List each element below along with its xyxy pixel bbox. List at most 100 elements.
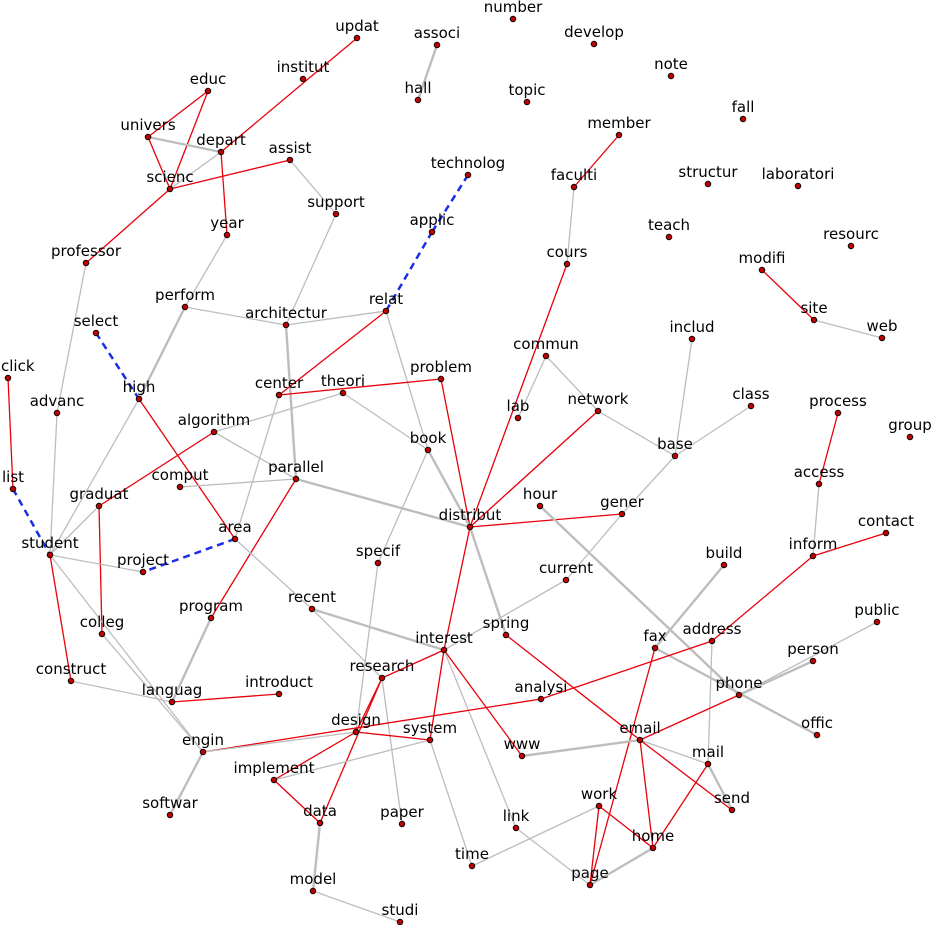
node-specif[interactable] bbox=[374, 559, 382, 567]
node-area[interactable] bbox=[231, 535, 239, 543]
node-build[interactable] bbox=[720, 561, 728, 569]
node-member[interactable] bbox=[615, 131, 623, 139]
node-laboratori[interactable] bbox=[794, 182, 802, 190]
node-cours[interactable] bbox=[563, 260, 571, 268]
node-research[interactable] bbox=[378, 674, 386, 682]
node-send[interactable] bbox=[728, 806, 736, 814]
node-list[interactable] bbox=[9, 485, 17, 493]
node-select[interactable] bbox=[92, 329, 100, 337]
node-page[interactable] bbox=[586, 881, 594, 889]
node-model[interactable] bbox=[309, 887, 317, 895]
node-spring[interactable] bbox=[502, 631, 510, 639]
node-educ[interactable] bbox=[204, 87, 212, 95]
node-univers[interactable] bbox=[144, 133, 152, 141]
node-current[interactable] bbox=[562, 576, 570, 584]
node-design[interactable] bbox=[352, 728, 360, 736]
node-click[interactable] bbox=[4, 374, 12, 382]
node-parallel[interactable] bbox=[292, 475, 300, 483]
node-institut[interactable] bbox=[299, 75, 307, 83]
node-implement[interactable] bbox=[270, 776, 278, 784]
node-person[interactable] bbox=[809, 657, 817, 665]
node-student[interactable] bbox=[46, 551, 54, 559]
node-hall[interactable] bbox=[414, 96, 422, 104]
node-construct[interactable] bbox=[67, 677, 75, 685]
node-problem[interactable] bbox=[437, 375, 445, 383]
node-time[interactable] bbox=[468, 862, 476, 870]
node-phone[interactable] bbox=[735, 691, 743, 699]
node-commun[interactable] bbox=[542, 352, 550, 360]
node-group[interactable] bbox=[906, 433, 914, 441]
node-theori[interactable] bbox=[339, 389, 347, 397]
node-perform[interactable] bbox=[181, 303, 189, 311]
node-link[interactable] bbox=[512, 824, 520, 832]
node-mail[interactable] bbox=[704, 760, 712, 768]
node-languag[interactable] bbox=[168, 698, 176, 706]
node-modifi[interactable] bbox=[758, 266, 766, 274]
node-www[interactable] bbox=[518, 752, 526, 760]
node-resourc[interactable] bbox=[847, 242, 855, 250]
node-web[interactable] bbox=[878, 334, 886, 342]
node-lab[interactable] bbox=[514, 414, 522, 422]
node-includ[interactable] bbox=[688, 335, 696, 343]
node-graduat[interactable] bbox=[95, 502, 103, 510]
node-depart[interactable] bbox=[217, 148, 225, 156]
node-studi[interactable] bbox=[396, 918, 404, 925]
node-algorithm[interactable] bbox=[210, 428, 218, 436]
node-work[interactable] bbox=[595, 802, 603, 810]
node-number[interactable] bbox=[509, 15, 517, 23]
node-high[interactable] bbox=[135, 395, 143, 403]
node-site[interactable] bbox=[810, 316, 818, 324]
node-fall[interactable] bbox=[739, 115, 747, 123]
node-teach[interactable] bbox=[665, 233, 673, 241]
node-public[interactable] bbox=[873, 618, 881, 626]
node-support[interactable] bbox=[332, 210, 340, 218]
node-faculti[interactable] bbox=[570, 183, 578, 191]
node-center[interactable] bbox=[275, 391, 283, 399]
node-home[interactable] bbox=[649, 844, 657, 852]
node-technolog[interactable] bbox=[464, 171, 472, 179]
node-updat[interactable] bbox=[353, 34, 361, 42]
node-note[interactable] bbox=[667, 72, 675, 80]
node-advanc[interactable] bbox=[53, 409, 61, 417]
node-relat[interactable] bbox=[382, 307, 390, 315]
node-fax[interactable] bbox=[651, 644, 659, 652]
node-base[interactable] bbox=[671, 452, 679, 460]
node-book[interactable] bbox=[424, 446, 432, 454]
node-structur[interactable] bbox=[704, 180, 712, 188]
node-develop[interactable] bbox=[590, 40, 598, 48]
node-architectur[interactable] bbox=[282, 321, 290, 329]
node-address[interactable] bbox=[708, 637, 716, 645]
node-scienc[interactable] bbox=[166, 185, 174, 193]
node-colleg[interactable] bbox=[98, 630, 106, 638]
node-introduct[interactable] bbox=[275, 690, 283, 698]
node-offic[interactable] bbox=[813, 731, 821, 739]
node-distribut[interactable] bbox=[466, 523, 474, 531]
node-applic[interactable] bbox=[428, 228, 436, 236]
node-project[interactable] bbox=[139, 568, 147, 576]
node-topic[interactable] bbox=[523, 98, 531, 106]
node-interest[interactable] bbox=[440, 646, 448, 654]
node-engin[interactable] bbox=[199, 748, 207, 756]
node-contact[interactable] bbox=[882, 529, 890, 537]
node-professor[interactable] bbox=[82, 259, 90, 267]
node-data[interactable] bbox=[316, 819, 324, 827]
node-label-theori: theori bbox=[321, 372, 365, 390]
node-comput[interactable] bbox=[176, 483, 184, 491]
node-hour[interactable] bbox=[536, 502, 544, 510]
node-recent[interactable] bbox=[308, 605, 316, 613]
node-year[interactable] bbox=[223, 231, 231, 239]
node-softwar[interactable] bbox=[166, 811, 174, 819]
node-access[interactable] bbox=[815, 480, 823, 488]
node-process[interactable] bbox=[834, 409, 842, 417]
node-system[interactable] bbox=[426, 736, 434, 744]
node-class[interactable] bbox=[747, 402, 755, 410]
node-paper[interactable] bbox=[398, 820, 406, 828]
node-network[interactable] bbox=[594, 407, 602, 415]
node-associ[interactable] bbox=[433, 41, 441, 49]
node-gener[interactable] bbox=[618, 510, 626, 518]
node-email[interactable] bbox=[636, 736, 644, 744]
node-program[interactable] bbox=[207, 614, 215, 622]
node-assist[interactable] bbox=[286, 156, 294, 164]
node-inform[interactable] bbox=[809, 552, 817, 560]
node-analysi[interactable] bbox=[537, 695, 545, 703]
